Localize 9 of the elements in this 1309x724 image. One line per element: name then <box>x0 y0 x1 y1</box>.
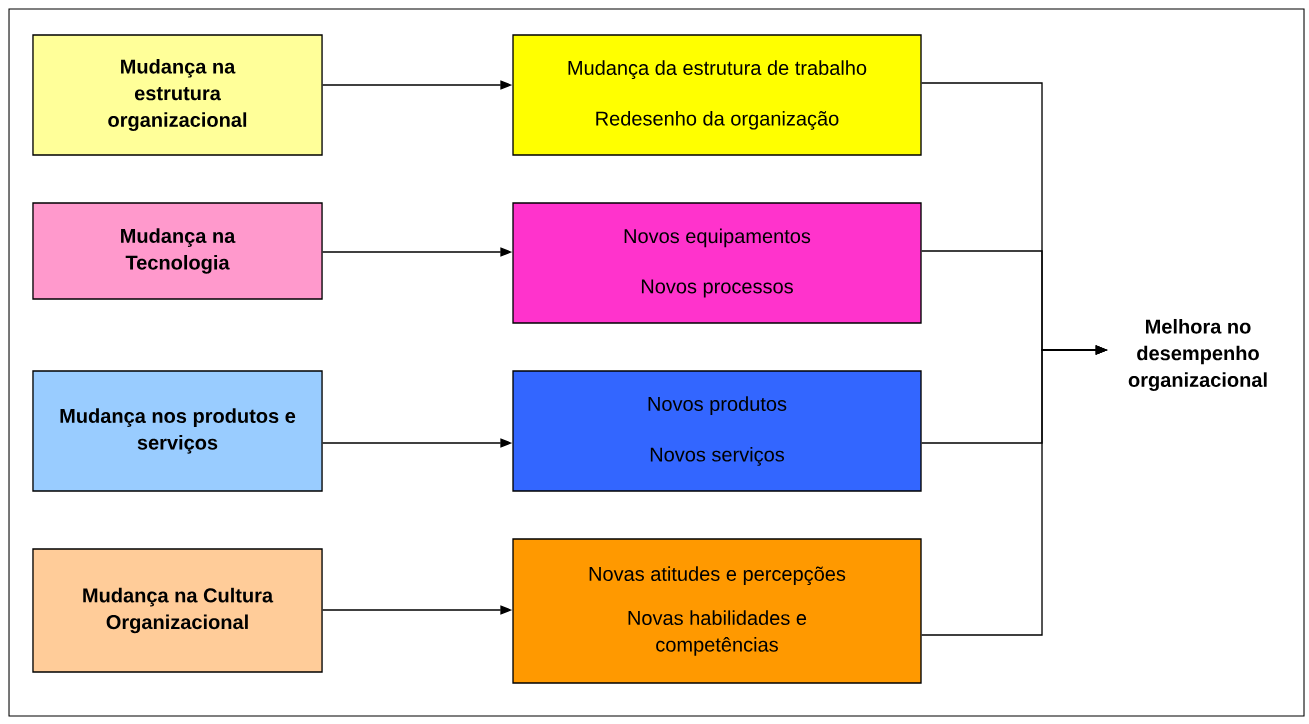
process-box: Mudança na estrutura organizacional <box>32 34 323 156</box>
process-box: Novos equipamentos Novos processos <box>512 202 922 324</box>
process-box: Mudança nos produtos e serviços <box>32 370 323 492</box>
process-box: Mudança da estrutura de trabalho Redesenho da organização <box>512 34 922 156</box>
process-box: Novos produtos Novos serviços <box>512 370 922 492</box>
process-box: Mudança na Tecnologia <box>32 202 323 300</box>
process-box: Mudança na Cultura Organizacional <box>32 548 323 673</box>
process-box: Novas atitudes e percepções Novas habilidades e competências <box>512 538 922 684</box>
result-text: Melhora no desempenho organizacional <box>1128 318 1267 392</box>
